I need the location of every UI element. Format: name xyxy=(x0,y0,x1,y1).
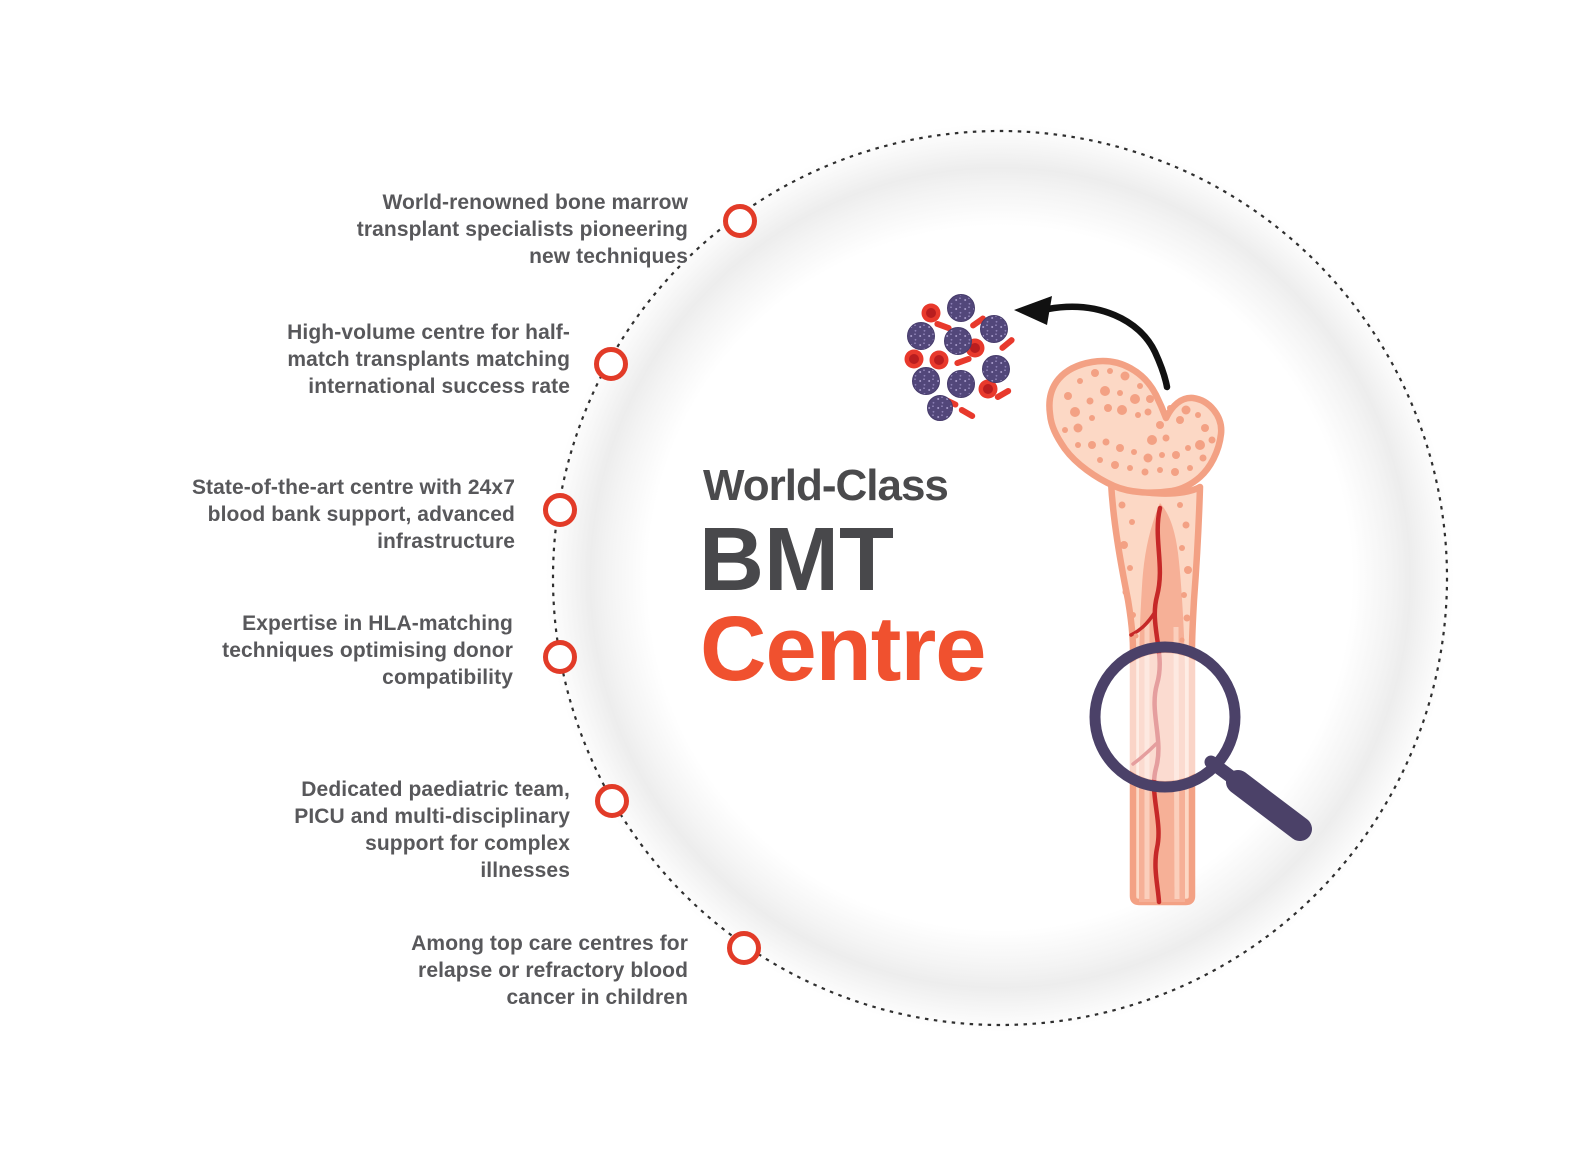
bullet-text-5: Dedicated paediatric team, PICU and mult… xyxy=(294,778,570,882)
bullet-marker-5 xyxy=(595,784,629,818)
title-world-class: World-Class xyxy=(703,461,949,510)
bullet-text-4: Expertise in HLA-matching techniques opt… xyxy=(222,612,513,689)
stem-cells-icon xyxy=(904,294,1015,421)
bullet-text-3: State-of-the-art centre with 24x7 blood … xyxy=(191,476,515,553)
bullet-text-1: World-renowned bone marrow transplant sp… xyxy=(356,191,688,268)
title-bmt: BMT xyxy=(699,510,894,610)
bullet-text-6: Among top care centres for relapse or re… xyxy=(411,932,688,1009)
bullet-marker-2 xyxy=(594,347,628,381)
bullet-marker-4 xyxy=(543,640,577,674)
magnifier-icon xyxy=(1089,641,1312,841)
bullet-marker-6 xyxy=(727,931,761,965)
bullet-marker-3 xyxy=(543,493,577,527)
curved-arrow-icon xyxy=(1014,296,1171,391)
bullet-text-2: High-volume centre for half- match trans… xyxy=(287,321,570,398)
title-centre: Centre xyxy=(700,598,986,700)
bullet-marker-1 xyxy=(723,204,757,238)
bone-icon xyxy=(1046,357,1225,906)
dashed-circle xyxy=(551,129,1449,1027)
